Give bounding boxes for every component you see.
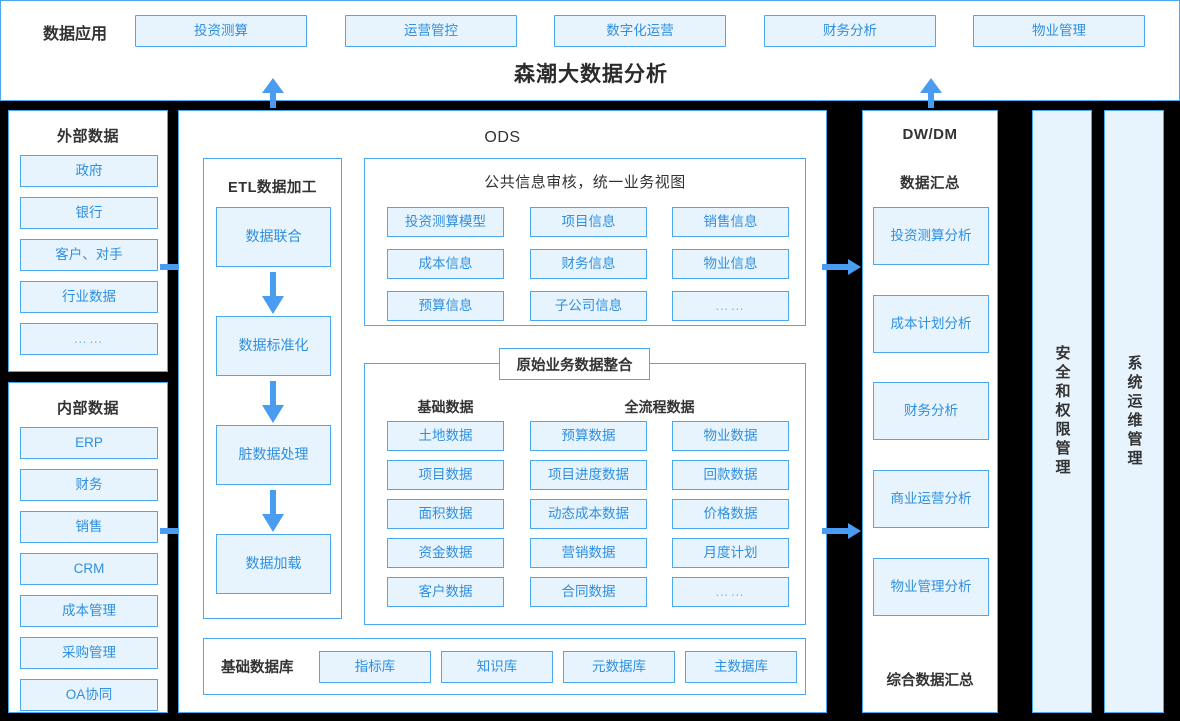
raw-basic-area[interactable]: 面积数据 [387, 499, 504, 529]
etl-step-cleanse[interactable]: 脏数据处理 [216, 425, 331, 485]
app-button-digital[interactable]: 数字化运营 [554, 15, 726, 47]
internal-item-oa[interactable]: OA协同 [20, 679, 158, 711]
external-item-customers[interactable]: 客户、对手 [20, 239, 158, 271]
database-metrics[interactable]: 指标库 [319, 651, 431, 683]
data-application-label: 数据应用 [42, 26, 107, 43]
internal-item-purchase[interactable]: 采购管理 [20, 637, 158, 669]
internal-item-sales[interactable]: 销售 [20, 511, 158, 543]
etl-arrow-2 [262, 381, 284, 423]
public-item-more[interactable]: …… [672, 291, 789, 321]
etl-title: ETL数据加工 [228, 180, 317, 196]
etl-step-union[interactable]: 数据联合 [216, 207, 331, 267]
dw-dm-panel: DW/DM 数据汇总 投资测算分析 成本计划分析 财务分析 商业运营分析 物业管… [862, 110, 998, 713]
dw-item-property-analysis[interactable]: 物业管理分析 [873, 558, 989, 616]
external-data-title: 外部数据 [56, 128, 119, 145]
dw-dm-subtitle: 数据汇总 [900, 176, 960, 192]
raw-integration-tab-label: 原始业务数据整合 [499, 348, 650, 380]
arrow-up-dwdm-to-apps [920, 78, 942, 108]
etl-arrow-3 [262, 490, 284, 532]
public-item-budget-info[interactable]: 预算信息 [387, 291, 504, 321]
external-item-industry[interactable]: 行业数据 [20, 281, 158, 313]
dw-item-cost-plan-analysis[interactable]: 成本计划分析 [873, 295, 989, 353]
etl-step-load[interactable]: 数据加载 [216, 534, 331, 594]
raw-basic-project[interactable]: 项目数据 [387, 460, 504, 490]
ods-title: ODS [484, 129, 521, 146]
raw-integration-panel: 原始业务数据整合 基础数据 全流程数据 土地数据 项目数据 面积数据 资金数据 … [364, 348, 806, 625]
dw-item-business-analysis[interactable]: 商业运营分析 [873, 470, 989, 528]
data-application-bar: 数据应用 投资测算 运营管控 数字化运营 财务分析 物业管理 森潮大数据分析 [0, 0, 1180, 101]
raw-full-contract[interactable]: 合同数据 [530, 577, 647, 607]
etl-step-standardize[interactable]: 数据标准化 [216, 316, 331, 376]
external-item-bank[interactable]: 银行 [20, 197, 158, 229]
app-button-investment[interactable]: 投资测算 [135, 15, 307, 47]
security-permission-label: 安全和权限管理 [1053, 345, 1071, 478]
raw-full-progress[interactable]: 项目进度数据 [530, 460, 647, 490]
database-metadata[interactable]: 元数据库 [563, 651, 675, 683]
database-knowledge[interactable]: 知识库 [441, 651, 553, 683]
etl-panel: ETL数据加工 数据联合 数据标准化 脏数据处理 数据加载 [203, 158, 342, 619]
raw-basic-group-title: 基础数据 [417, 399, 474, 415]
public-info-title: 公共信息审核，统一业务视图 [484, 174, 686, 191]
app-button-operations[interactable]: 运营管控 [345, 15, 517, 47]
raw-full-price[interactable]: 价格数据 [672, 499, 789, 529]
public-info-panel: 公共信息审核，统一业务视图 投资测算模型 项目信息 销售信息 成本信息 财务信息… [364, 158, 806, 326]
raw-basic-capital[interactable]: 资金数据 [387, 538, 504, 568]
external-item-more[interactable]: …… [20, 323, 158, 355]
raw-full-monthly[interactable]: 月度计划 [672, 538, 789, 568]
public-item-finance-info[interactable]: 财务信息 [530, 249, 647, 279]
ods-panel: ODS ETL数据加工 数据联合 数据标准化 脏数据处理 数据加载 公共信息审核… [178, 110, 827, 713]
raw-full-property[interactable]: 物业数据 [672, 421, 789, 451]
system-ops-label: 系统运维管理 [1125, 354, 1143, 469]
raw-basic-customer[interactable]: 客户数据 [387, 577, 504, 607]
raw-full-budget[interactable]: 预算数据 [530, 421, 647, 451]
public-item-property-info[interactable]: 物业信息 [672, 249, 789, 279]
external-item-government[interactable]: 政府 [20, 155, 158, 187]
arrow-up-ods-to-apps [262, 78, 284, 108]
security-permission-band: 安全和权限管理 [1032, 110, 1092, 713]
raw-basic-land[interactable]: 土地数据 [387, 421, 504, 451]
base-database-label: 基础数据库 [221, 660, 294, 676]
database-master[interactable]: 主数据库 [685, 651, 797, 683]
dw-dm-title: DW/DM [902, 126, 958, 143]
arrow-ods-to-dwdm-top [822, 259, 862, 275]
raw-full-repayment[interactable]: 回款数据 [672, 460, 789, 490]
internal-data-panel: 内部数据 ERP 财务 销售 CRM 成本管理 采购管理 OA协同 [8, 382, 168, 713]
internal-item-cost[interactable]: 成本管理 [20, 595, 158, 627]
raw-full-group-title: 全流程数据 [624, 399, 695, 415]
app-button-property[interactable]: 物业管理 [973, 15, 1145, 47]
system-ops-band: 系统运维管理 [1104, 110, 1164, 713]
public-item-cost-info[interactable]: 成本信息 [387, 249, 504, 279]
external-data-panel: 外部数据 政府 银行 客户、对手 行业数据 …… [8, 110, 168, 372]
public-item-project-info[interactable]: 项目信息 [530, 207, 647, 237]
page-title: 森潮大数据分析 [514, 63, 668, 86]
dw-item-investment-analysis[interactable]: 投资测算分析 [873, 207, 989, 265]
internal-item-erp[interactable]: ERP [20, 427, 158, 459]
raw-full-marketing[interactable]: 营销数据 [530, 538, 647, 568]
internal-item-finance[interactable]: 财务 [20, 469, 158, 501]
public-item-subsidiary-info[interactable]: 子公司信息 [530, 291, 647, 321]
raw-full-more[interactable]: …… [672, 577, 789, 607]
arrow-ods-to-dwdm-bottom [822, 523, 862, 539]
dw-dm-footer: 综合数据汇总 [886, 673, 974, 689]
dw-item-finance-analysis[interactable]: 财务分析 [873, 382, 989, 440]
etl-arrow-1 [262, 272, 284, 314]
public-item-investment-model[interactable]: 投资测算模型 [387, 207, 504, 237]
internal-item-crm[interactable]: CRM [20, 553, 158, 585]
internal-data-title: 内部数据 [56, 400, 119, 417]
public-item-sales-info[interactable]: 销售信息 [672, 207, 789, 237]
raw-full-dynamic-cost[interactable]: 动态成本数据 [530, 499, 647, 529]
base-database-panel: 基础数据库 指标库 知识库 元数据库 主数据库 [203, 638, 806, 695]
app-button-finance[interactable]: 财务分析 [764, 15, 936, 47]
